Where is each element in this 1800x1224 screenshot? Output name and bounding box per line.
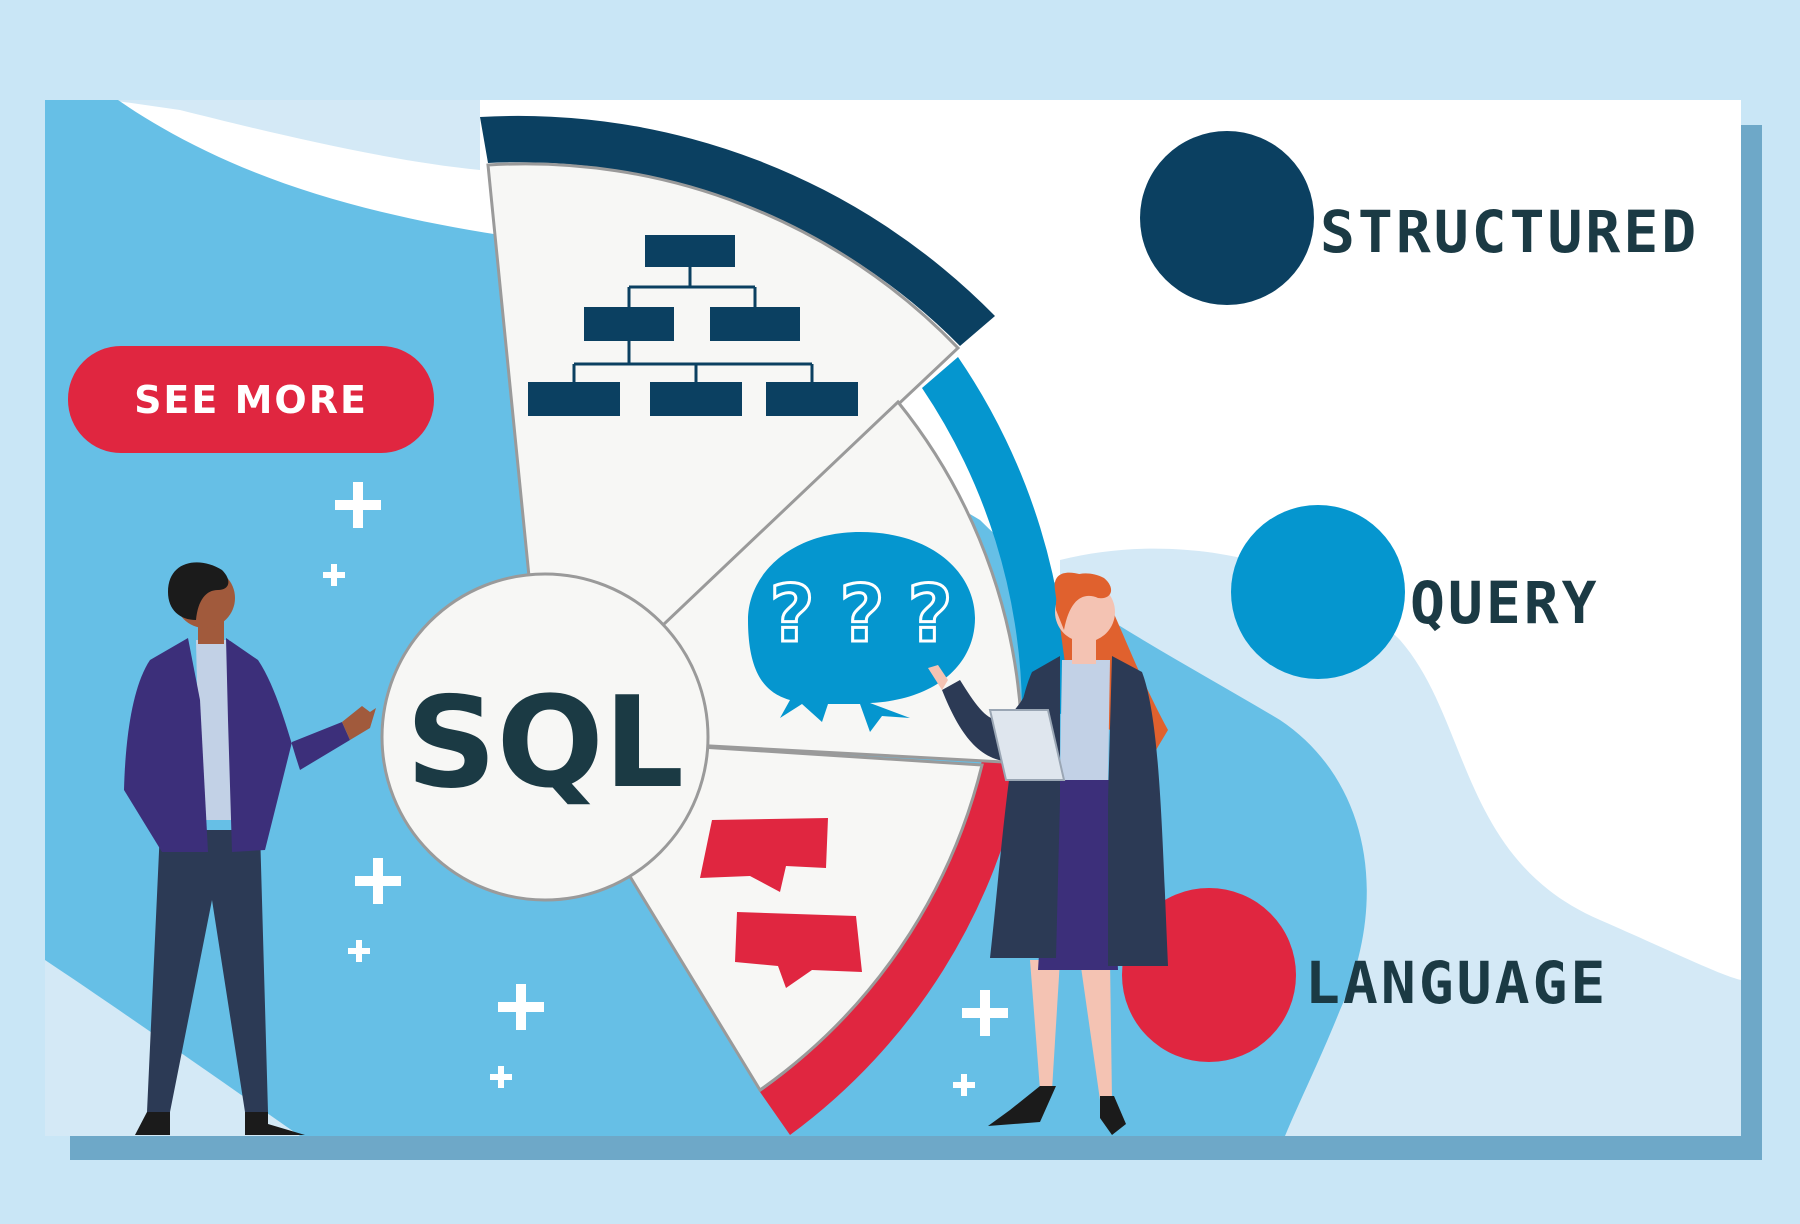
sparkle-icon: [953, 1074, 975, 1096]
sparkle-icon: [962, 990, 1008, 1036]
structured-dot: [1140, 131, 1314, 305]
sparkle-icon: [490, 1066, 512, 1088]
outer-arc-blue: [922, 357, 1069, 715]
see-more-label: SEE MORE: [134, 378, 368, 422]
woman-figure: [928, 572, 1168, 1135]
acronym-query: QUERY: [1231, 505, 1600, 679]
sparkle-icon: [348, 940, 370, 962]
query-dot: [1231, 505, 1405, 679]
question-bubble-icon: ? ? ?: [748, 532, 975, 732]
outer-arc-navy: [480, 115, 995, 346]
query-word: QUERY: [1410, 569, 1600, 637]
question-mark-2: ?: [839, 570, 884, 660]
light-blue-top-wave: [110, 100, 480, 170]
sparkle-icon: [335, 482, 381, 528]
wedge-diagram: ? ? ? SQL: [380, 115, 1069, 1135]
acronym-structured: STRUCTURED: [1140, 131, 1699, 305]
question-mark-1: ?: [769, 570, 814, 660]
see-more-button[interactable]: SEE MORE: [68, 346, 434, 453]
language-word: LANGUAGE: [1305, 949, 1608, 1017]
sql-label: SQL: [406, 669, 684, 816]
sparkles: [323, 482, 1008, 1096]
man-figure: [124, 562, 376, 1135]
structured-word: STRUCTURED: [1320, 198, 1699, 266]
chat-bubbles-icon: [700, 818, 862, 988]
outer-arc-red: [760, 760, 1025, 1135]
org-chart-icon: [528, 235, 858, 416]
question-mark-3: ?: [907, 570, 952, 660]
sparkle-icon: [323, 564, 345, 586]
sparkle-icon: [498, 984, 544, 1030]
sql-circle: [380, 572, 710, 902]
sparkle-icon: [355, 858, 401, 904]
